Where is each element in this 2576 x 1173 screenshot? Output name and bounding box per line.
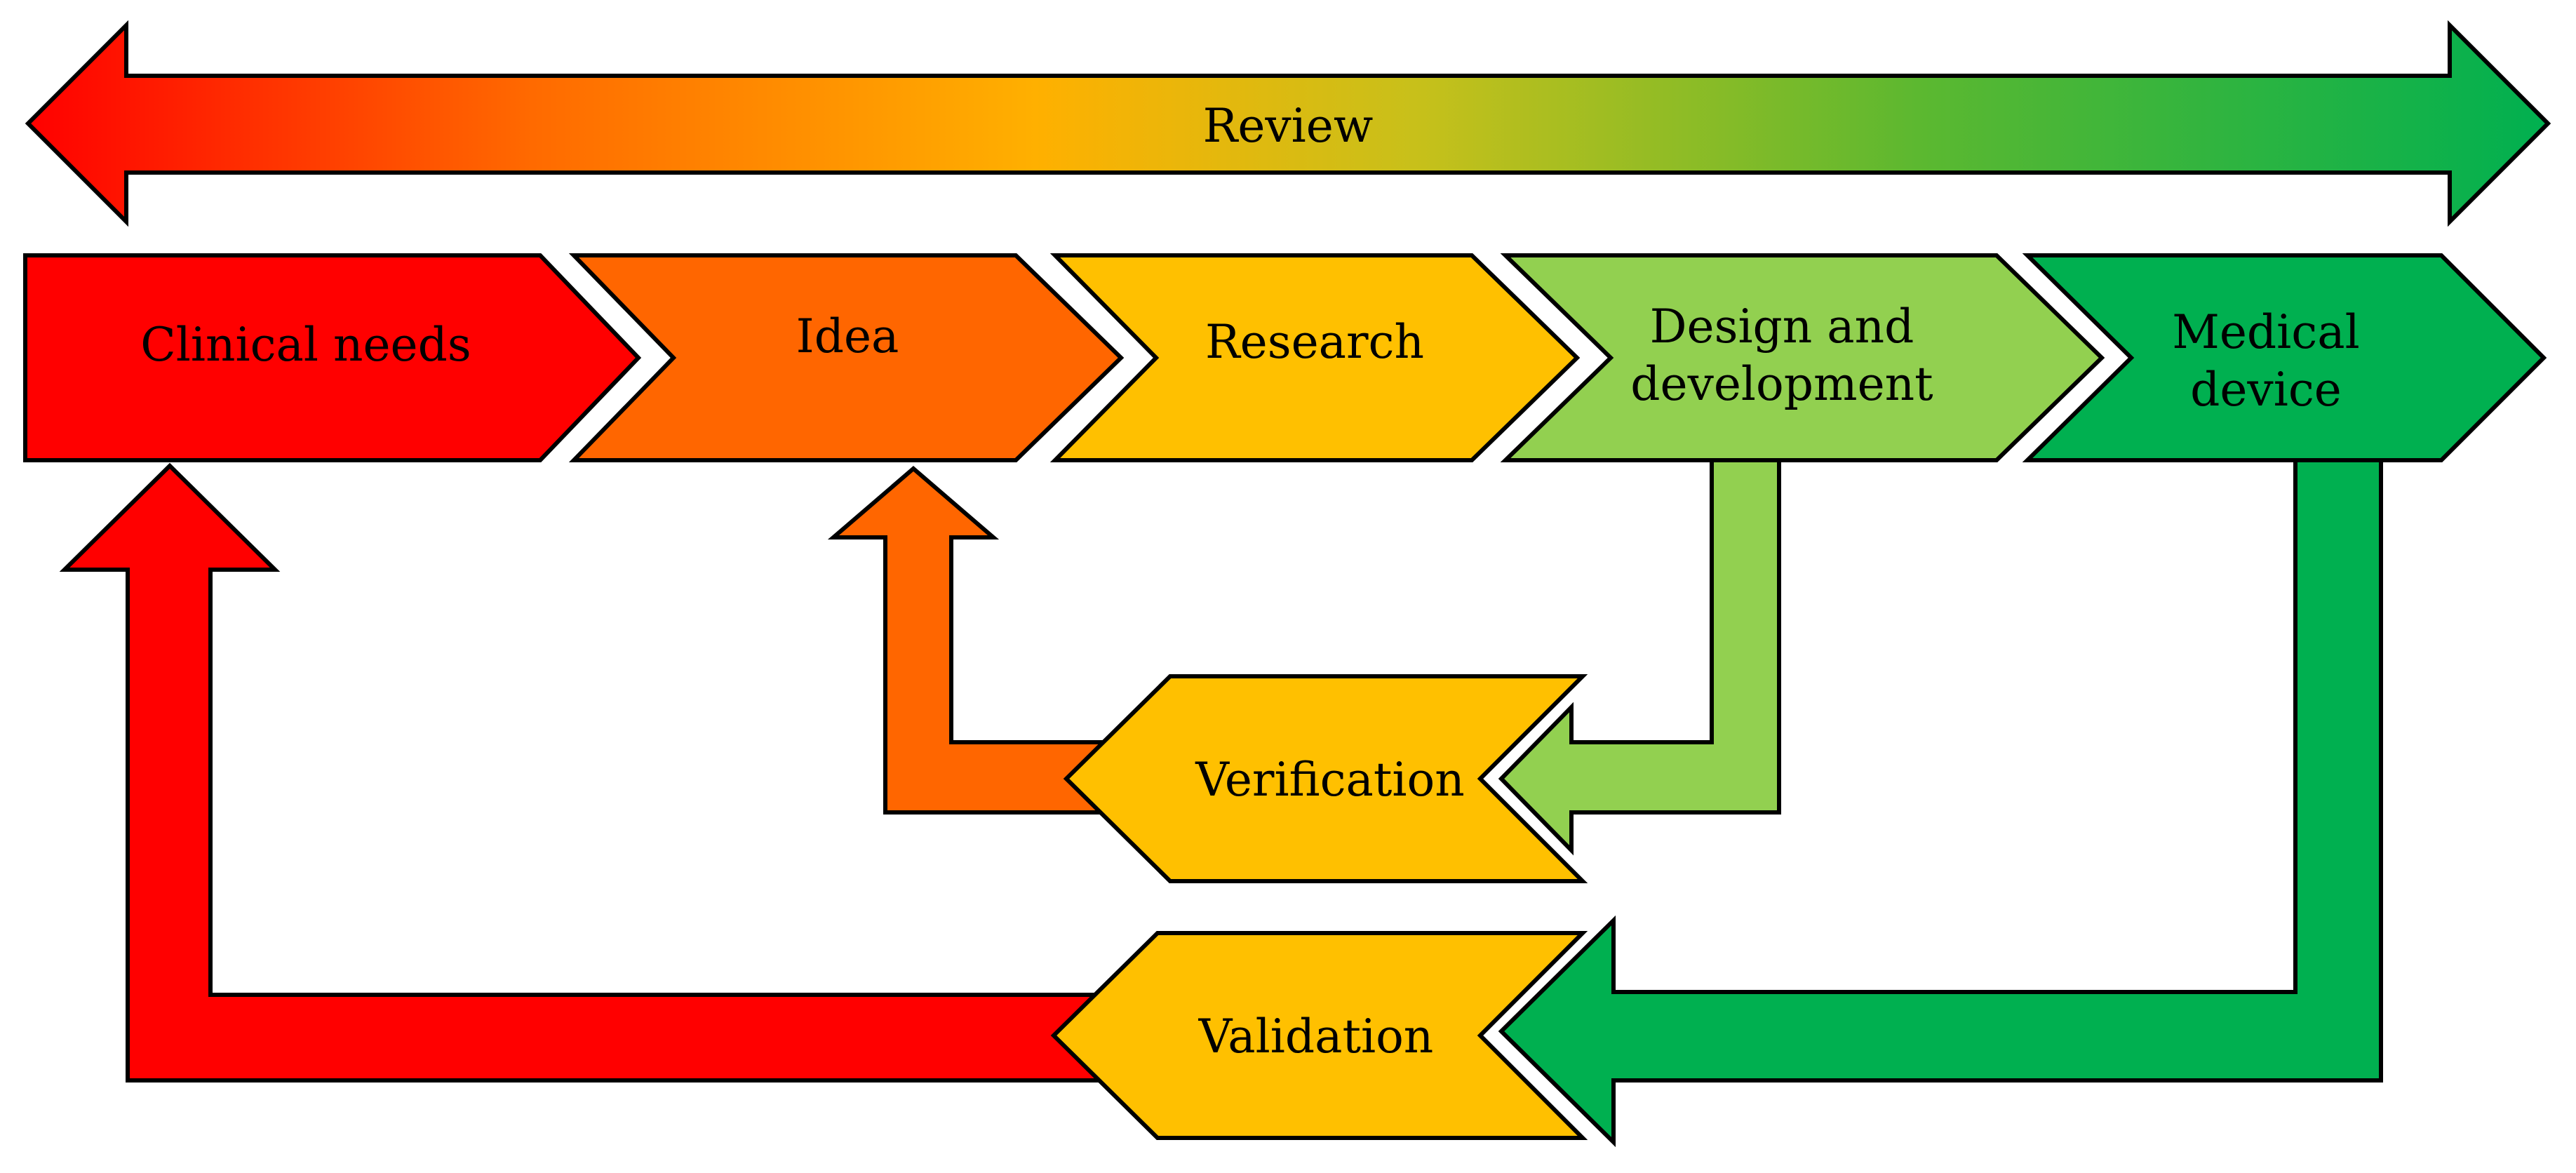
- validation-to-clinical-needs-arrow: [59, 462, 1160, 1082]
- stage-verification: Verification: [1063, 674, 1588, 883]
- clinical-needs-label: Clinical needs: [140, 318, 471, 372]
- design-and-development-label-line1: Design and: [1650, 300, 1914, 354]
- verification-label: Verification: [1195, 753, 1465, 807]
- stage-research: Research: [1049, 253, 1581, 462]
- stage-idea: Idea: [568, 253, 1125, 462]
- stage-clinical-needs: Clinical needs: [23, 253, 642, 462]
- medical-device-to-validation-arrow: [1498, 454, 2383, 1148]
- research-label: Research: [1205, 315, 1424, 369]
- clinical-needs-chevron: [23, 253, 642, 462]
- stage-medical-device: Medical device: [2022, 253, 2547, 462]
- review-arrow-shape: [25, 20, 2551, 227]
- medical-device-label-line2: device: [2190, 363, 2342, 417]
- design-to-verification-arrow: [1498, 454, 1781, 856]
- design-and-development-label-line2: development: [1630, 357, 1933, 411]
- idea-label: Idea: [796, 309, 899, 363]
- research-chevron: [1049, 253, 1581, 462]
- validation-chevron: [1050, 931, 1588, 1140]
- medical-device-label-line1: Medical: [2172, 305, 2359, 359]
- stage-validation: Validation: [1050, 931, 1588, 1140]
- design-and-development-chevron: [1500, 253, 2105, 462]
- validation-label: Validation: [1198, 1010, 1434, 1064]
- idea-chevron: [568, 253, 1125, 462]
- review-label: Review: [1203, 99, 1374, 153]
- stage-design-and-development: Design and development: [1500, 253, 2105, 462]
- review-arrow: Review: [25, 20, 2551, 227]
- medical-device-chevron: [2022, 253, 2547, 462]
- verification-chevron: [1063, 674, 1588, 883]
- verification-to-idea-arrow: [827, 466, 1125, 815]
